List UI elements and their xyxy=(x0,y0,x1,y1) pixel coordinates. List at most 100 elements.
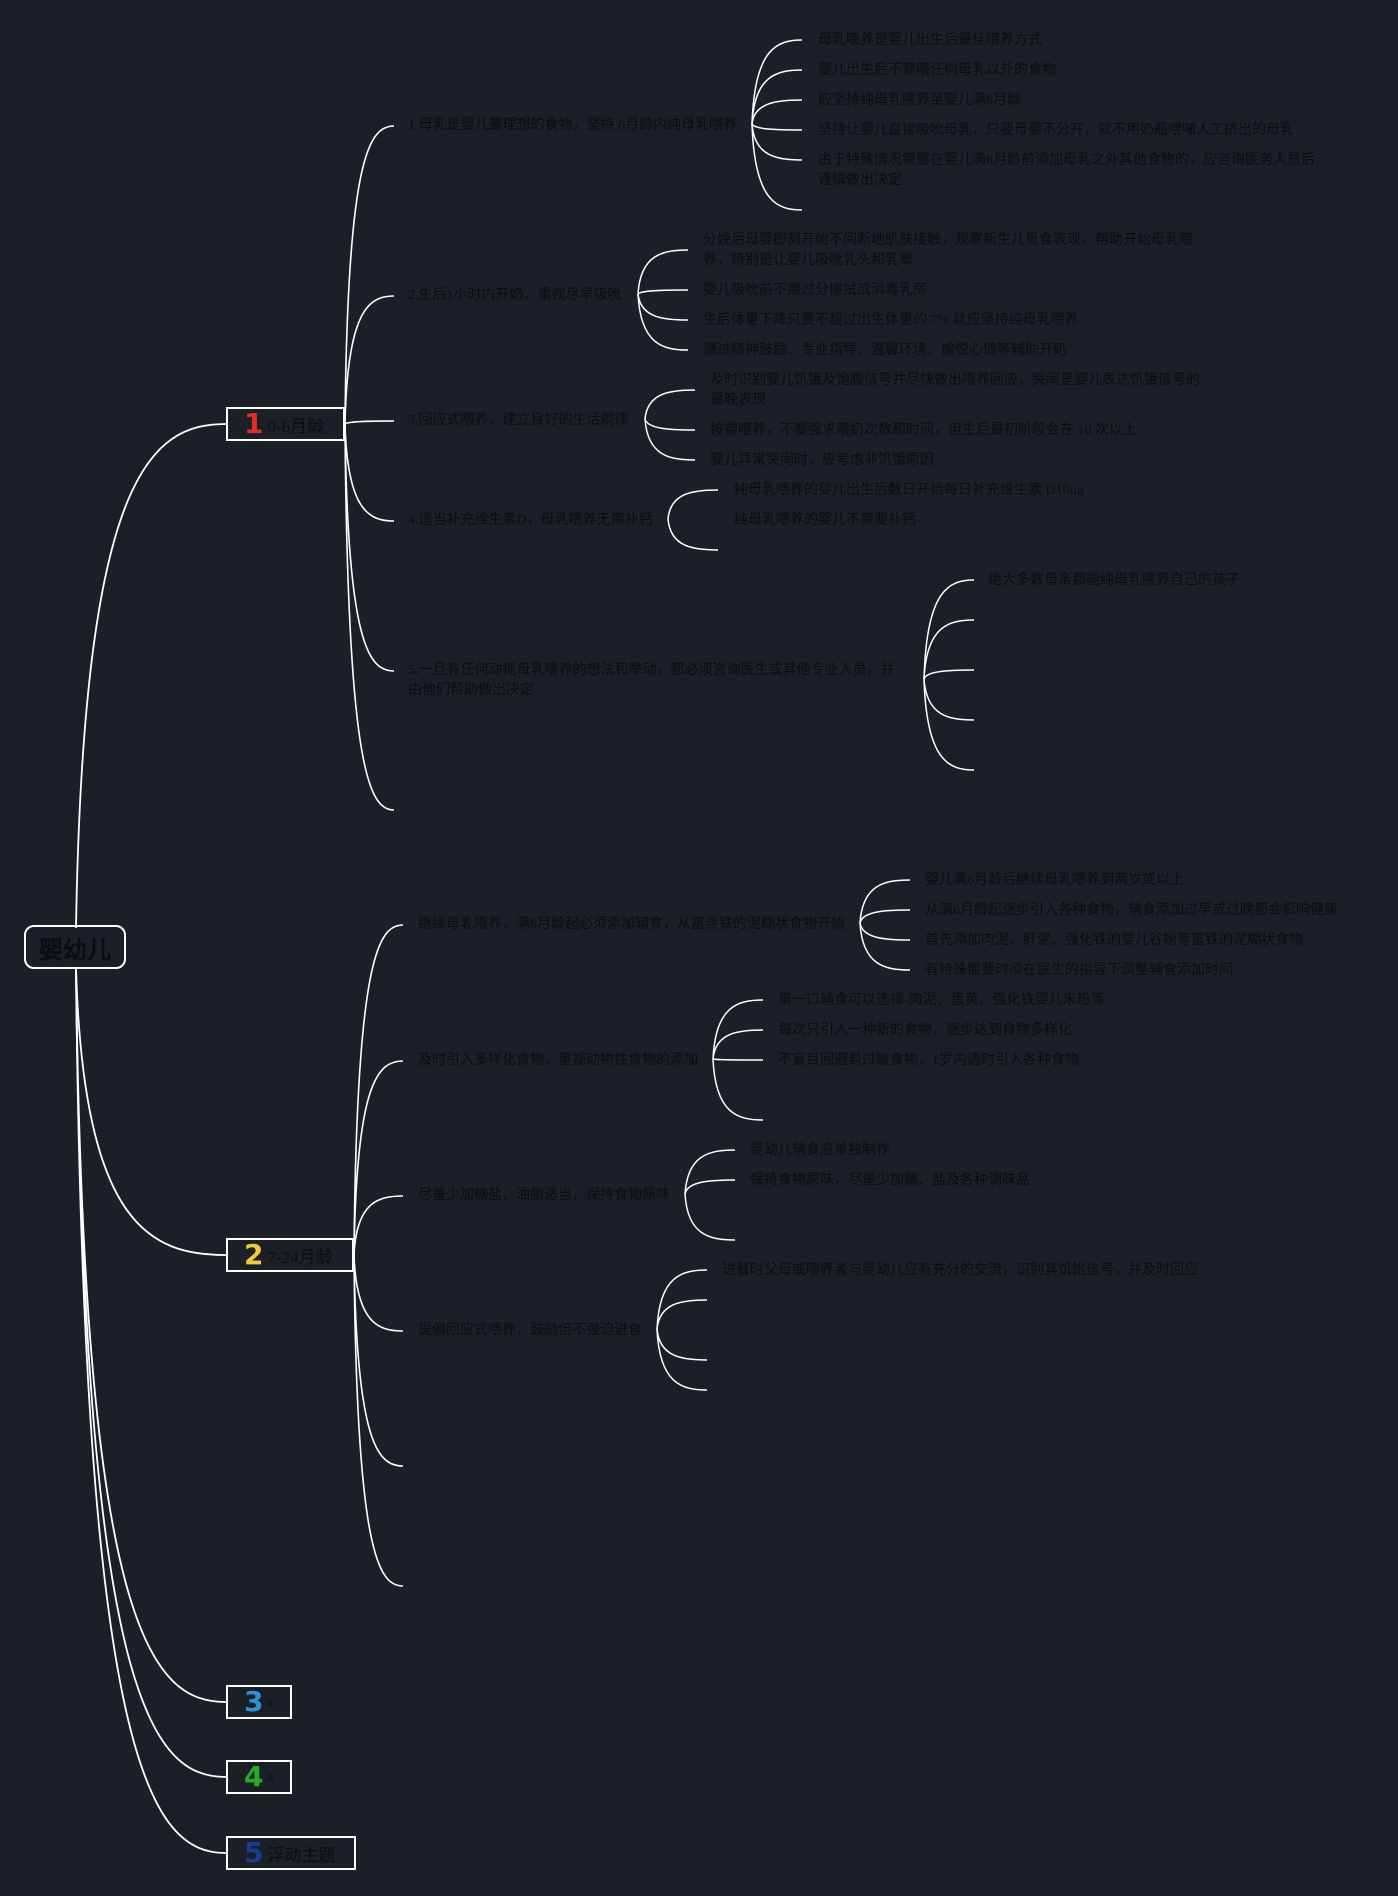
link-c4-leaf-1 xyxy=(656,1269,708,1330)
link-c4-leaf-3 xyxy=(656,1328,708,1361)
link-c2-leaf-3 xyxy=(712,1058,764,1061)
branch-1-4[interactable]: 4.适当补充维生素D，母乳喂养无需补钙 xyxy=(408,513,653,528)
root-topic[interactable]: 婴幼儿 xyxy=(24,925,126,969)
link-b3-leaf-2 xyxy=(644,418,696,431)
link-b4-leaf-1 xyxy=(667,489,719,520)
branch-1-3[interactable]: 3.回应式喂养，建立良好的生活规律 xyxy=(408,413,629,428)
link-c1-leaf-2 xyxy=(859,909,911,924)
link-root-cat4 xyxy=(75,967,227,1778)
leaf-2-1-1[interactable]: 婴儿满6月龄后继续母乳喂养到两岁或以上 xyxy=(925,873,1184,888)
branch-2-4[interactable]: 提倡回应式喂养，鼓励但不强迫进食 xyxy=(418,1323,642,1338)
link-cat1-branch-6 xyxy=(344,423,395,811)
category-label-5: 浮动主题 xyxy=(267,1845,336,1865)
leaf-1-3-2[interactable]: 按需喂养，不要强求喂奶次数和时间，但生后最初阶段会在 10 次以上 xyxy=(710,423,1137,438)
link-c2-leaf-4 xyxy=(712,1058,764,1121)
link-c4-leaf-4 xyxy=(656,1328,708,1391)
leaf-1-4-1[interactable]: 纯母乳喂养的婴儿出生后数日开始每日补充维生素 D10μg xyxy=(734,483,1085,498)
link-c4-leaf-2 xyxy=(656,1299,708,1330)
link-b5-leaf-1 xyxy=(923,579,975,680)
link-cat2-branch-4 xyxy=(353,1254,404,1332)
leaf-1-1-2[interactable]: 婴儿出生后不要喂任何母乳以外的食物 xyxy=(818,63,1056,78)
leaf-2-2-1[interactable]: 第一口辅食可以选择-肉泥、蛋黄、强化铁婴儿米粉等 xyxy=(778,993,1105,1008)
category-node-2[interactable]: 2 7-24月龄 xyxy=(226,1238,354,1272)
link-cat2-branch-6 xyxy=(353,1254,404,1587)
link-b5-leaf-4 xyxy=(923,678,975,721)
link-b3-leaf-3 xyxy=(644,418,696,461)
link-b5-leaf-3 xyxy=(923,669,975,680)
link-b2-leaf-4 xyxy=(637,293,689,351)
link-root-cat5 xyxy=(75,967,227,1854)
category-label-3: a xyxy=(267,1694,274,1709)
leaf-1-4-2[interactable]: 纯母乳喂养的婴儿不需要补钙 xyxy=(734,513,916,528)
leaf-2-1-4[interactable]: 有特殊需要时须在医生的指导下调整辅食添加时间 xyxy=(925,963,1233,978)
leaf-1-3-3[interactable]: 婴儿异常哭闹时，应考虑非饥饿原因 xyxy=(710,453,934,468)
link-cat1-branch-1 xyxy=(344,125,395,425)
link-c2-leaf-2 xyxy=(712,1029,764,1060)
leaf-2-1-2[interactable]: 从满6月龄起逐步引入各种食物，辅食添加过早或过晚都会影响健康 xyxy=(925,903,1338,918)
root-label: 婴幼儿 xyxy=(39,935,111,964)
leaf-2-2-2[interactable]: 每次只引入一种新的食物，逐步达到食物多样化 xyxy=(778,1023,1072,1038)
link-c3-leaf-2 xyxy=(684,1179,736,1195)
leaf-2-3-2[interactable]: 保持食物原味，尽量少加糖、盐及各种调味品 xyxy=(750,1173,1030,1188)
category-number-4: 4 xyxy=(244,1760,264,1793)
link-root-cat2 xyxy=(75,967,227,1256)
link-c1-leaf-1 xyxy=(859,879,911,924)
link-root-cat1 xyxy=(75,423,227,929)
category-number-2: 2 xyxy=(244,1238,264,1271)
link-b5-leaf-5 xyxy=(923,678,975,771)
link-c1-leaf-3 xyxy=(859,922,911,941)
link-b3-leaf-1 xyxy=(644,389,696,420)
link-b2-leaf-3 xyxy=(637,293,689,321)
category-node-3[interactable]: 3 a xyxy=(226,1685,292,1719)
leaf-1-1-1[interactable]: 母乳喂养是婴儿出生后最佳喂养方式 xyxy=(818,33,1042,48)
link-b1-leaf-3 xyxy=(751,99,803,125)
link-cat1-branch-4 xyxy=(344,423,395,522)
category-node-1[interactable]: 1 0-6月龄 xyxy=(226,407,345,441)
leaf-1-1-4[interactable]: 坚持让婴儿直接吸吮母乳，只要母婴不分开，就不用奶瓶喂哺人工挤出的母乳 xyxy=(818,123,1294,138)
branch-2-1[interactable]: 继续母乳喂养，满6月龄起必须添加辅食，从富含铁的泥糊状食物开始 xyxy=(418,917,845,932)
link-c2-leaf-1 xyxy=(712,999,764,1060)
leaf-1-2-4[interactable]: 通过精神鼓励、专业指导、温馨环境、愉悦心情等辅助开奶 xyxy=(703,343,1067,358)
link-cat2-branch-5 xyxy=(353,1254,404,1467)
link-b1-leaf-5 xyxy=(751,123,803,161)
link-b1-leaf-4 xyxy=(751,123,803,131)
category-number-1: 1 xyxy=(244,407,264,440)
branch-1-1[interactable]: 1.母乳是婴儿最理想的食物，坚持 6月龄内纯母乳喂养 xyxy=(408,118,737,133)
category-number-3: 3 xyxy=(244,1685,264,1718)
leaf-1-5-1[interactable]: 绝大多数母亲都能纯母乳喂养自己的孩子 xyxy=(988,573,1240,588)
link-b1-leaf-2 xyxy=(751,69,803,125)
branch-1-2[interactable]: 2.生后1小时内开奶，重视尽早吸吮 xyxy=(408,288,622,303)
leaf-1-1-5[interactable]: 由于特殊情况需要在婴儿满6月龄前添加母乳之外其他食物的，应咨询医务人员后谨慎做出… xyxy=(818,153,1315,188)
leaf-2-2-3[interactable]: 不盲目回避易过敏食物，1岁内适时引入各种食物 xyxy=(778,1053,1079,1068)
category-node-4[interactable]: 4 a xyxy=(226,1760,292,1794)
branch-2-2[interactable]: 及时引入多样化食物，重视动物性食物的添加 xyxy=(418,1053,698,1068)
link-b4-leaf-2 xyxy=(667,518,719,551)
link-cat2-branch-2 xyxy=(353,1060,404,1256)
leaf-2-3-1[interactable]: 婴幼儿辅食应单独制作 xyxy=(750,1143,890,1158)
link-b1-leaf-6 xyxy=(751,123,803,211)
link-cat1-branch-3 xyxy=(344,420,395,425)
link-c3-leaf-3 xyxy=(684,1193,736,1241)
link-b5-leaf-2 xyxy=(923,619,975,680)
category-label-1: 0-6月龄 xyxy=(267,416,325,436)
link-c3-leaf-1 xyxy=(684,1149,736,1195)
leaf-1-1-3[interactable]: 应坚持纯母乳喂养至婴儿满6月龄 xyxy=(818,93,1021,108)
leaf-1-2-3[interactable]: 生后体重下降只要不超过出生体重的 7% 就应坚持纯母乳喂养 xyxy=(703,313,1079,328)
leaf-1-2-2[interactable]: 婴儿吸吮前不需过分擦拭或消毒乳房 xyxy=(703,283,927,298)
leaf-2-4-1[interactable]: 进餐时父母或喂养者与婴幼儿应有充分的交流，识别其饥饱信号，并及时回应 xyxy=(722,1263,1198,1278)
link-cat2-branch-1 xyxy=(353,924,404,1256)
link-cat1-branch-5 xyxy=(344,423,395,672)
category-number-5: 5 xyxy=(244,1836,264,1869)
link-cat2-branch-3 xyxy=(353,1195,404,1256)
category-label-2: 7-24月龄 xyxy=(267,1247,333,1267)
link-b2-leaf-2 xyxy=(637,289,689,295)
category-node-5[interactable]: 5 浮动主题 xyxy=(226,1836,356,1870)
branch-1-5[interactable]: 5.一旦有任何动摇母乳喂养的想法和举动，都必须咨询医生或其他专业人员，并由他们帮… xyxy=(408,663,895,698)
link-root-cat3 xyxy=(75,967,227,1703)
leaf-1-2-1[interactable]: 分娩后母婴即刻开始不间断地肌肤接触，观察新生儿觅食表现，帮助开始母乳喂养，特别是… xyxy=(703,233,1193,268)
leaf-2-1-3[interactable]: 首先添加肉泥、肝泥、强化铁的婴儿谷粉等富铁的泥糊状食物 xyxy=(925,933,1303,948)
leaf-1-3-1[interactable]: 及时识别婴儿饥饿及饱腹信号并尽快做出喂养回应，哭闹是婴儿表达饥饿信号的最晚表现 xyxy=(710,373,1200,408)
branch-2-3[interactable]: 尽量少加糖盐，油脂适当，保持食物原味 xyxy=(418,1188,670,1203)
